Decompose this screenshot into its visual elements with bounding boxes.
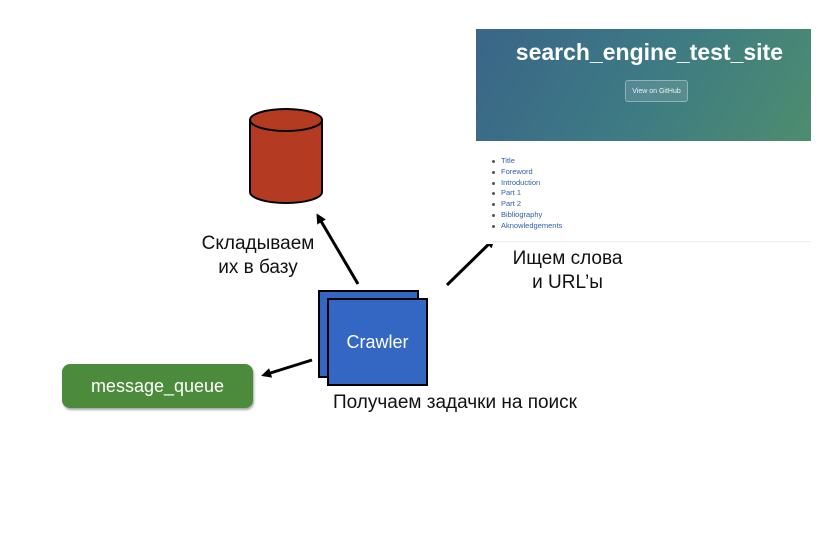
message-queue-box: message_queue	[62, 364, 253, 408]
nav-item-foreword[interactable]: Foreword	[492, 167, 562, 178]
arrow-to-message-queue	[261, 358, 313, 378]
website-caption: Ищем слова и URL’ы	[512, 248, 623, 293]
nav-item-part-1[interactable]: Part 1	[492, 188, 562, 199]
database-icon	[249, 108, 323, 204]
crawler-label: Crawler	[346, 331, 409, 352]
nav-item-part-2[interactable]: Part 2	[492, 199, 562, 210]
nav-item-bibliography[interactable]: Bibliography	[492, 210, 562, 221]
crawler-caption: Получаем задачки на поиск	[332, 392, 577, 413]
website-screenshot: search_engine_test_site View on GitHub T…	[476, 29, 811, 244]
nav-item-aknowledgements[interactable]: Aknowledgements	[492, 221, 562, 232]
arrow-to-database	[316, 213, 360, 285]
website-nav-list: Title Foreword Introduction Part 1 Part …	[492, 156, 562, 232]
message-queue-label: message_queue	[90, 375, 225, 396]
database-caption: Складываем их в базу	[201, 233, 315, 278]
website-title: search_engine_test_site	[515, 39, 783, 65]
divider	[492, 241, 811, 242]
crawler-box: Crawler	[327, 298, 428, 386]
arrow-to-website	[445, 237, 496, 287]
view-on-github-button[interactable]: View on GitHub	[625, 80, 688, 102]
website-header: search_engine_test_site View on GitHub	[476, 29, 811, 141]
nav-item-introduction[interactable]: Introduction	[492, 178, 562, 189]
nav-item-title[interactable]: Title	[492, 156, 562, 167]
